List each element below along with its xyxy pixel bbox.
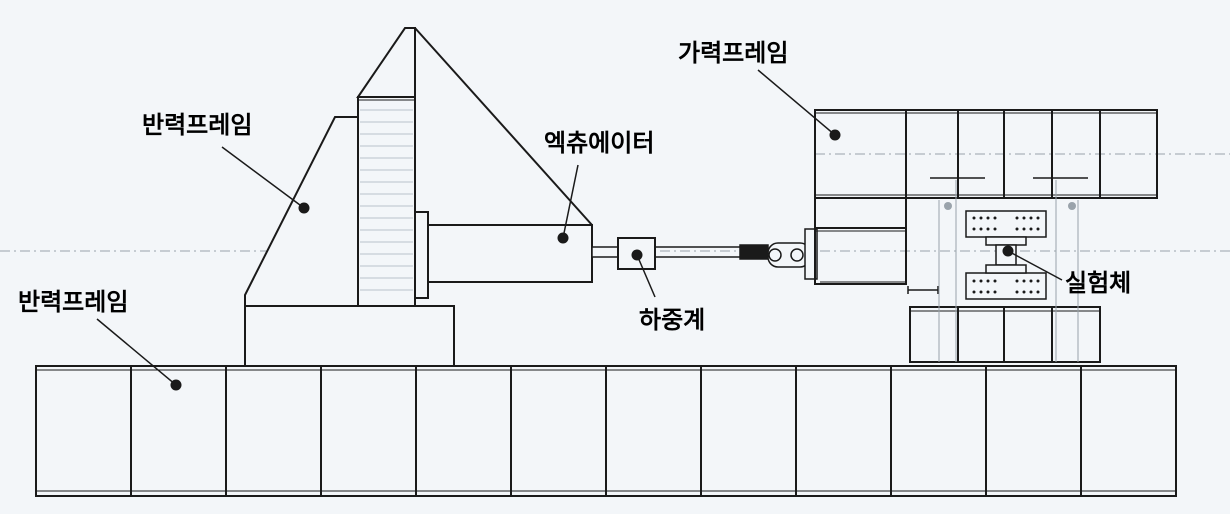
loading-frame-label: 가력프레임: [678, 39, 789, 67]
loading-frame: [814, 109, 1158, 285]
reaction-frame-upper-label: 반력프레임: [142, 111, 253, 139]
load-cell-label: 하중계: [639, 306, 706, 334]
specimen-label: 실험체: [1065, 269, 1132, 297]
actuator: [414, 211, 818, 299]
wall-hatch: [360, 109, 413, 291]
guide-rods: [930, 177, 1088, 362]
leader-lines: [96, 69, 1063, 391]
bottom-support: [907, 286, 1101, 363]
reaction-wall: [244, 27, 593, 367]
actuator-label: 엑츄에이터: [544, 129, 655, 157]
specimen: [965, 210, 1047, 300]
base-reaction-frame: [35, 365, 1177, 497]
reaction-frame-lower-label: 반력프레임: [18, 288, 129, 316]
